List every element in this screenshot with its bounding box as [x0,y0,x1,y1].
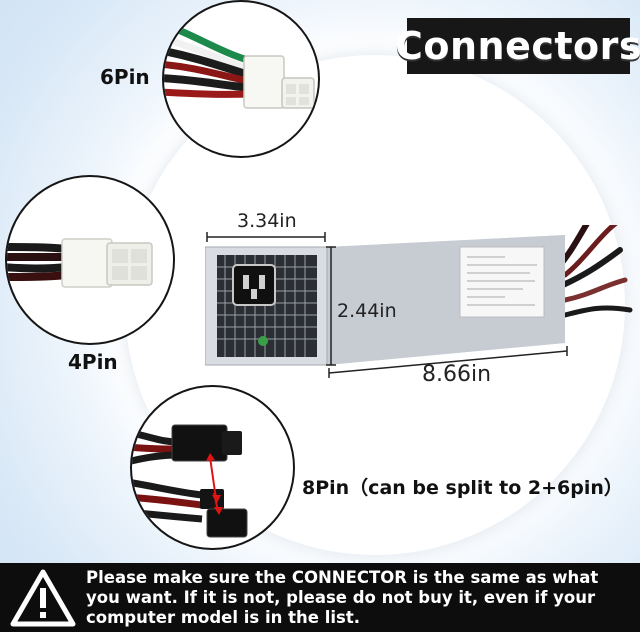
8pin-label: 8Pin（can be split to 2+6pin） [302,477,623,499]
page-title: Connectors [394,24,640,68]
8pin-connector-circle [130,385,295,550]
width-dimension: 3.34in [237,210,297,232]
4pin-label: 4Pin [68,350,118,374]
4pin-connector-icon [7,238,153,288]
4pin-connector-circle [5,175,175,345]
length-dimension: 8.66in [422,362,492,387]
6pin-label: 6Pin [100,65,150,89]
power-supply-icon [205,225,633,378]
6pin-connector-icon [164,20,315,109]
warning-banner: Please make sure the CONNECTOR is the sa… [0,563,640,632]
warning-triangle-icon [10,569,76,626]
power-supply-unit [205,225,635,385]
title-banner: Connectors [395,18,640,74]
8pin-connector-icon [132,424,248,538]
height-dimension: 2.44in [337,300,397,322]
warning-text: Please make sure the CONNECTOR is the sa… [86,567,599,627]
6pin-connector-circle [162,0,320,158]
